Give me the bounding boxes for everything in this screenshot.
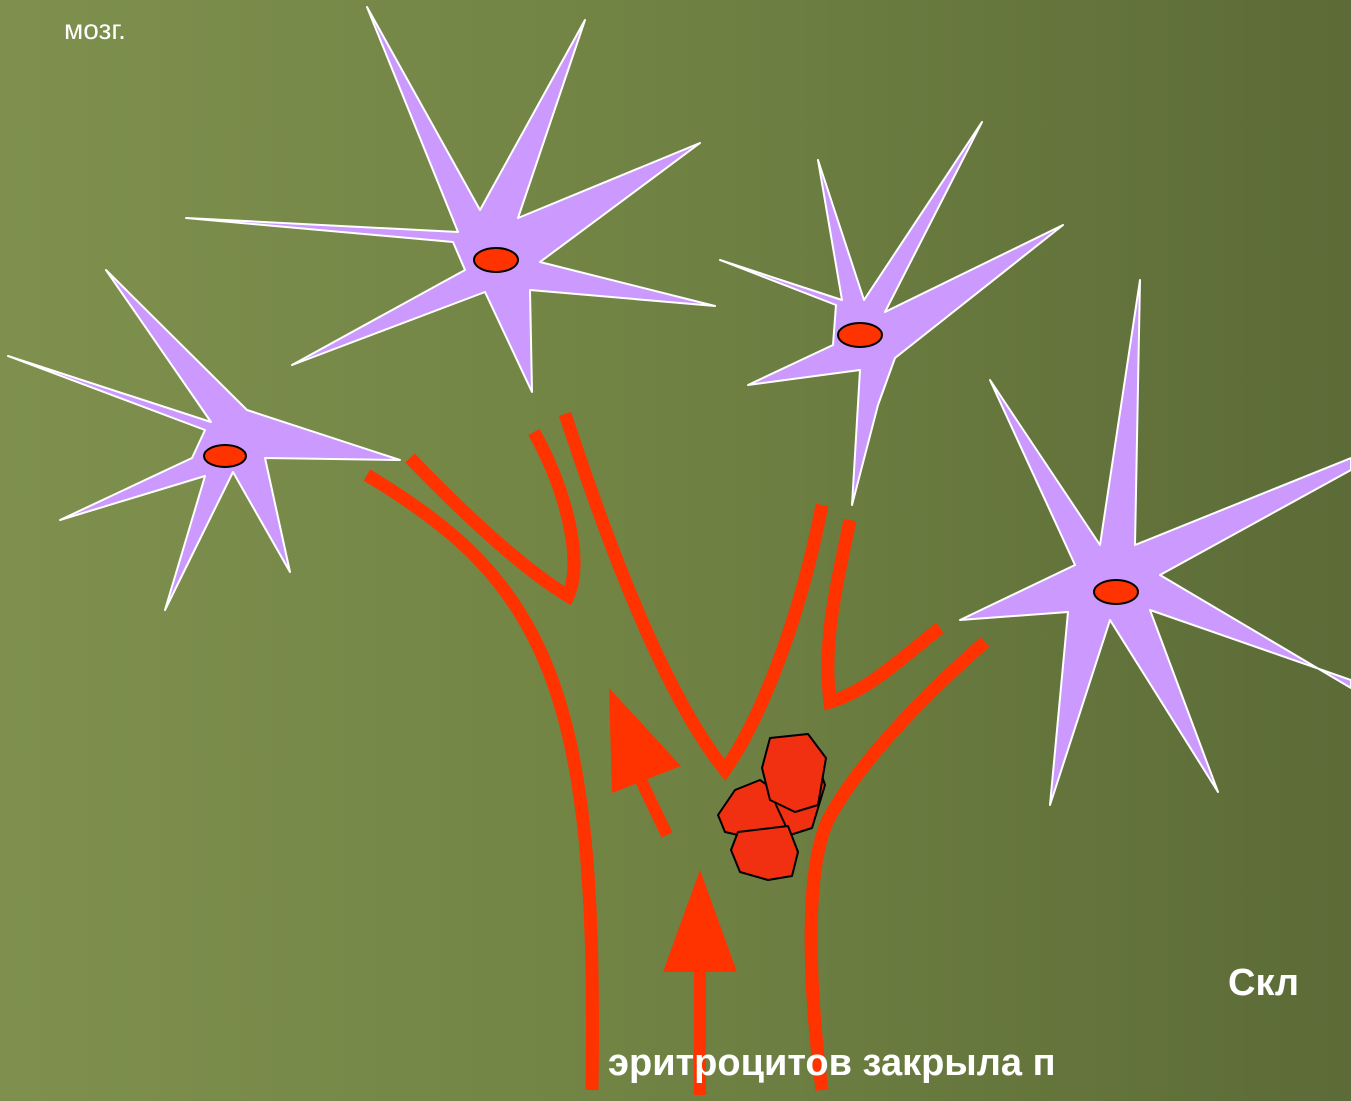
erythrocyte: [762, 734, 826, 812]
caption-line-2: эритроцитов закрыла п: [608, 1042, 1056, 1085]
erythrocyte: [731, 826, 798, 880]
caption-line-1: Скл: [1228, 962, 1299, 1005]
neuron-4: [960, 280, 1351, 805]
neuron-3: [720, 122, 1063, 505]
neuron-3-body: [720, 122, 1063, 505]
vessel-wall-right-outer: [811, 642, 985, 1090]
vessel-wall-left-outer: [367, 475, 592, 1090]
neuron-2: [186, 7, 715, 392]
neuron-4-body: [960, 280, 1351, 805]
neuron-1-body: [8, 270, 400, 610]
vessel-wall-right-inner: [828, 520, 940, 702]
neuron-1-nucleus: [204, 445, 246, 467]
vessel-wall-center: [565, 414, 822, 770]
neuron-1: [8, 270, 400, 610]
blood-vessel: [367, 414, 985, 1090]
neuron-2-body: [186, 7, 715, 392]
neuron-4-nucleus: [1094, 580, 1138, 604]
blood-flow-arrow-upper: [609, 688, 681, 835]
neuron-3-nucleus: [838, 323, 882, 347]
neuron-2-nucleus: [474, 248, 518, 272]
